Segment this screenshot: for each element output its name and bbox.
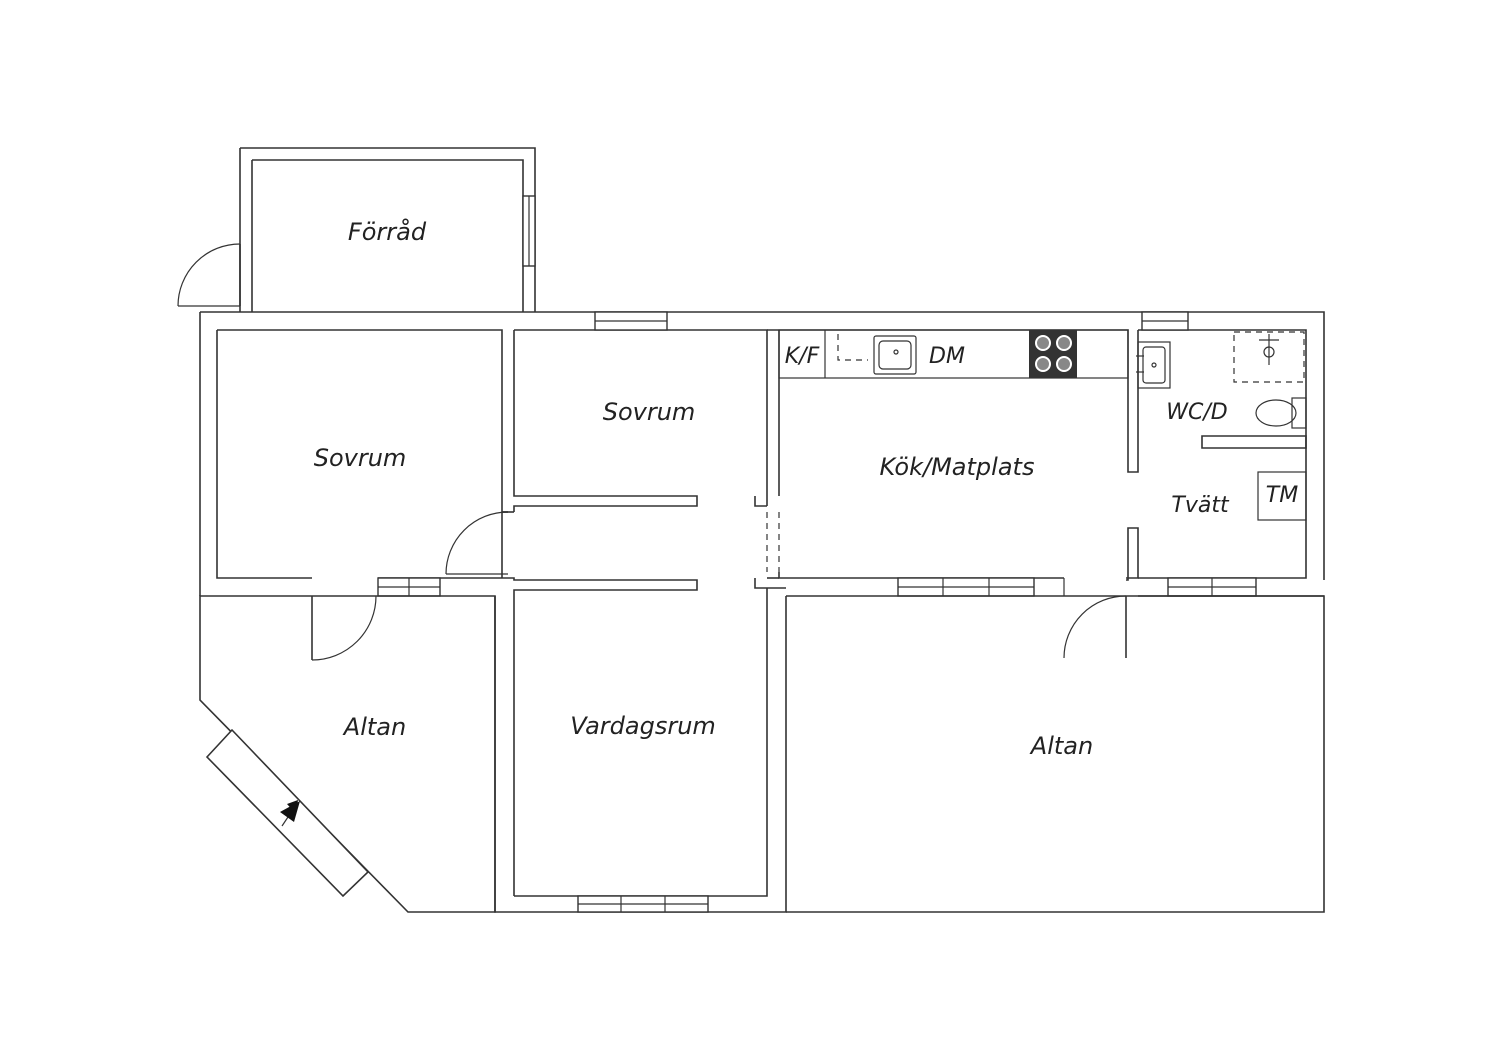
kitchen-sink-icon xyxy=(873,335,917,375)
label-sovrum-left: Sovrum xyxy=(314,444,407,472)
label-forrad: Förråd xyxy=(348,217,427,246)
hall xyxy=(445,496,780,896)
label-kf: K/F xyxy=(785,344,820,369)
bedroom-left xyxy=(377,577,441,597)
bathroom xyxy=(1136,311,1307,597)
storage-room xyxy=(177,147,536,312)
living-room xyxy=(494,588,787,913)
label-altan-right: Altan xyxy=(1029,732,1093,760)
label-tvatt: Tvätt xyxy=(1171,493,1230,518)
label-kok: Kök/Matplats xyxy=(880,453,1035,481)
stove-icon xyxy=(1029,330,1077,378)
shower-icon xyxy=(1233,331,1305,383)
label-altan-left: Altan xyxy=(342,713,406,741)
exterior-walls xyxy=(199,311,1325,596)
bedroom-left-door[interactable] xyxy=(445,511,509,575)
terrace-left-door[interactable] xyxy=(311,595,377,661)
washing-machine xyxy=(1257,471,1307,521)
label-dm: DM xyxy=(929,344,965,369)
label-vardagsrum: Vardagsrum xyxy=(570,712,716,740)
entrance-steps xyxy=(205,728,370,898)
label-tm: TM xyxy=(1266,483,1298,508)
terrace-right xyxy=(786,595,1325,913)
terrace-left xyxy=(199,595,496,913)
toilet-icon xyxy=(1255,397,1307,429)
kitchen-door[interactable] xyxy=(1063,578,1127,659)
label-wc: WC/D xyxy=(1166,400,1227,425)
kitchen-counter xyxy=(778,329,1129,379)
basin-icon xyxy=(1136,341,1171,389)
kitchen xyxy=(766,329,1139,659)
storage-door[interactable] xyxy=(177,243,241,307)
entrance-arrow-icon xyxy=(280,801,300,822)
label-sovrum-mid: Sovrum xyxy=(603,398,696,426)
